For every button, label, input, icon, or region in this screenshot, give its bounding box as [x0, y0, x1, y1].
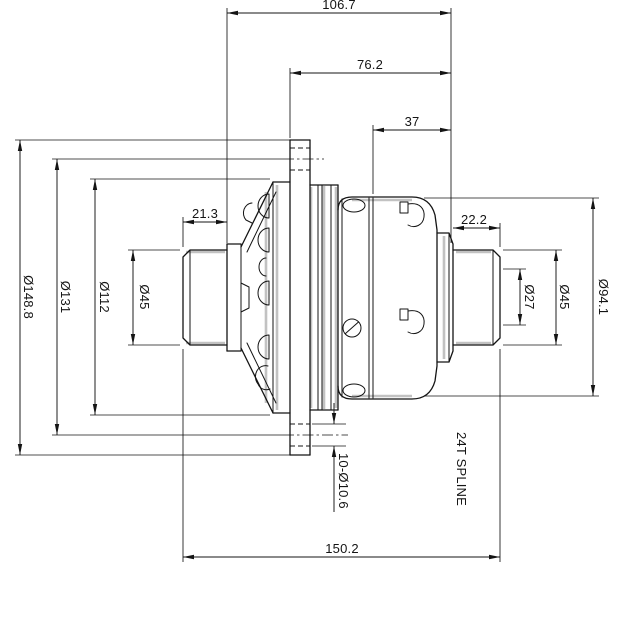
body-outline: [182, 139, 501, 456]
oil-hole-bottom: [342, 383, 366, 398]
dimension-lines: [17, 10, 596, 560]
dim-dia-27: Ø27: [522, 284, 537, 309]
dim-37: 37: [405, 114, 420, 129]
oil-hole-top: [342, 198, 366, 213]
dim-150-2: 150.2: [325, 541, 359, 556]
note-bolt-holes-10-dia-10-6: 10-Ø10.6: [336, 453, 351, 509]
dim-dia-131: Ø131: [58, 281, 73, 314]
dim-76-2: 76.2: [357, 57, 383, 72]
dim-22-2: 22.2: [461, 212, 487, 227]
shading-lines: [186, 185, 491, 410]
dim-dia-45-left: Ø45: [137, 284, 152, 309]
note-24t-spline: 24T SPLINE: [454, 432, 469, 506]
dim-dia-94-1: Ø94.1: [596, 279, 611, 315]
dim-dia-45-right: Ø45: [557, 284, 572, 309]
dim-dia-148-8: Ø148.8: [21, 275, 36, 319]
dim-21-3: 21.3: [192, 206, 218, 221]
dim-dia-112: Ø112: [97, 281, 112, 313]
slotted-screw: [342, 318, 362, 338]
dim-106-7: 106.7: [322, 0, 356, 12]
housing-details: [342, 198, 425, 398]
